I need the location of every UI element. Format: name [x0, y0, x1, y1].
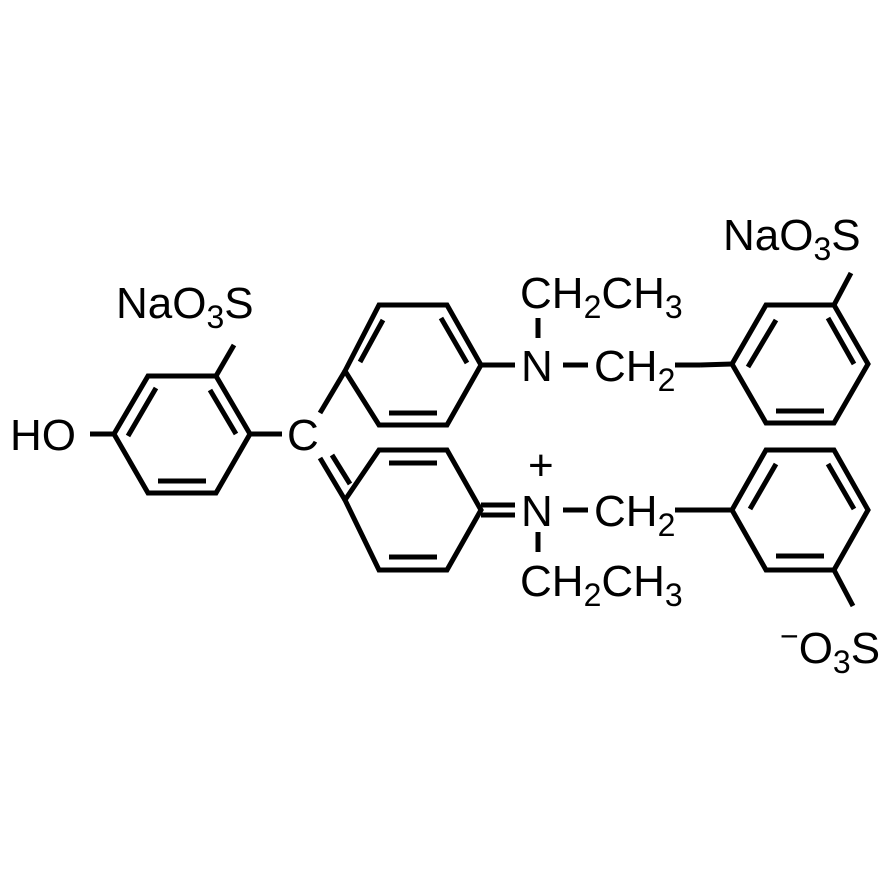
phenol-ring — [90, 343, 282, 496]
ethyl-bottom-label: CH2CH3 — [520, 557, 683, 613]
sulfonate-top-right-label: NaO3S — [723, 211, 861, 267]
methylene-top-label: CH2 — [594, 342, 675, 398]
amine-nitrogen-label: N — [521, 342, 553, 391]
sulfobenzyl-ring-bottom — [700, 447, 871, 608]
iminium-charge-label: + — [528, 441, 554, 490]
ethyl-top-label: CH2CH3 — [520, 269, 683, 325]
quinoid-ring — [342, 447, 515, 573]
iminium-nitrogen-label: N — [521, 487, 553, 536]
methylene-bottom-label: CH2 — [594, 487, 675, 543]
hydroxyl-label: HO — [10, 411, 76, 460]
aminophenyl-ring — [342, 302, 515, 428]
sulfonate-left-label: NaO3S — [116, 279, 254, 335]
sulfobenzyl-ring-top — [699, 271, 871, 426]
sulfonate-bottom-right-label: −O3S — [780, 618, 880, 680]
central-carbon-label: C — [287, 411, 319, 460]
amine-bonds — [535, 318, 700, 552]
central-bonds — [317, 369, 353, 502]
